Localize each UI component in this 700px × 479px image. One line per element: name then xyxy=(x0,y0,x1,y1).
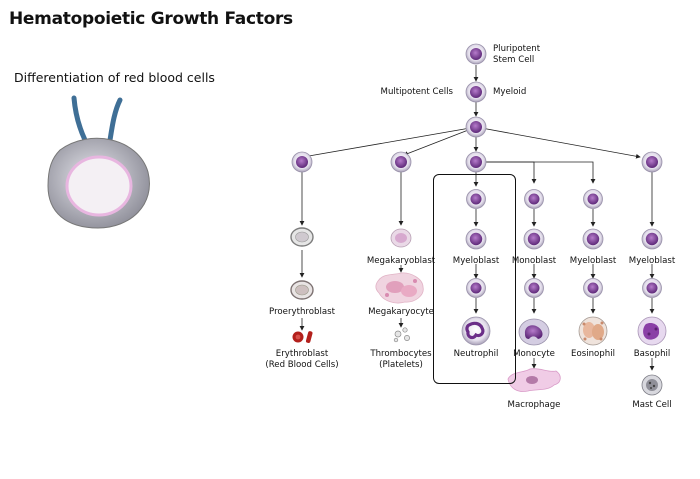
megakaryocyte-lineage xyxy=(375,228,424,343)
megakaryoblast-label: Megakaryoblast xyxy=(366,256,436,266)
myeloid-progenitor xyxy=(465,116,487,138)
early-erythroid-cell xyxy=(290,227,314,247)
thrombocytes-label: Thrombocytes(Platelets) xyxy=(370,349,432,370)
basophil-label: Basophil xyxy=(633,349,671,359)
eosinophil-label: Eosinophil xyxy=(571,349,615,359)
kidney-illustration xyxy=(47,95,150,229)
basophil-progenitor xyxy=(641,151,663,173)
myeloid-cell xyxy=(465,81,487,103)
eosinophil-cell xyxy=(578,316,608,346)
proerythroblast-cell xyxy=(290,280,314,300)
myeloblast-neutrophil-label: Myeloblast xyxy=(452,256,500,266)
erythroblast-cells xyxy=(292,331,313,343)
neutrophil-cell xyxy=(461,316,491,346)
macrophage-label: Macrophage xyxy=(507,400,561,410)
erythroblast-label: Erythroblast(Red Blood Cells) xyxy=(265,349,339,370)
myeloblast-cell-basophil xyxy=(641,228,663,250)
myeloblast-cell-eosinophil xyxy=(582,228,604,250)
eosinophil-precursor-2 xyxy=(583,278,603,298)
mast-cell-label: Mast Cell xyxy=(632,400,672,410)
stem-cell xyxy=(465,43,487,65)
platelet-cells xyxy=(393,327,410,343)
myeloblast-basophil-label: Myeloblast xyxy=(628,256,676,266)
page-title: Hematopoietic Growth Factors xyxy=(9,9,293,29)
megakaryocyte-progenitor xyxy=(390,151,412,173)
monocyte-label: Monocyte xyxy=(513,349,555,359)
myeloblast-cell-neutrophil xyxy=(465,228,487,250)
megakaryocyte-label: Megakaryocyte xyxy=(368,307,434,317)
connector-arrows xyxy=(299,65,655,371)
neutrophil-highlight-box xyxy=(433,174,516,384)
neutrophil-label: Neutrophil xyxy=(453,349,499,359)
basophil-cell xyxy=(637,316,667,346)
neutrophil-precursor-2 xyxy=(466,278,486,298)
neutrophil-precursor-1 xyxy=(466,189,486,209)
erythroid-progenitor xyxy=(291,151,313,173)
page-subtitle: Differentiation of red blood cells xyxy=(14,70,215,85)
monoblast-cell xyxy=(523,228,545,250)
macrophage-cell xyxy=(507,368,561,392)
proerythroblast-label: Proerythroblast xyxy=(269,307,335,317)
mast-cell xyxy=(641,374,663,396)
monocyte-cell xyxy=(518,318,550,346)
granulocyte-progenitor xyxy=(465,151,487,173)
monocyte-precursor-2 xyxy=(524,278,544,298)
myeloid-label: Myeloid xyxy=(493,87,527,97)
myeloblast-eosinophil-label: Myeloblast xyxy=(569,256,617,266)
monoblast-label: Monoblast xyxy=(511,256,557,266)
precursor-cells xyxy=(291,43,663,298)
multipotent-label: Multipotent Cells xyxy=(380,87,453,97)
monocyte-precursor-1 xyxy=(524,189,544,209)
basophil-precursor-2 xyxy=(642,278,662,298)
mature-white-cells xyxy=(461,316,667,396)
megakaryocyte-cell xyxy=(375,272,424,304)
erythroid-lineage xyxy=(290,227,314,343)
eosinophil-precursor-1 xyxy=(583,189,603,209)
megakaryoblast-cell xyxy=(390,228,412,248)
